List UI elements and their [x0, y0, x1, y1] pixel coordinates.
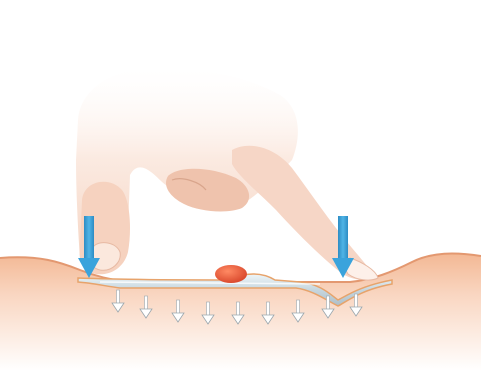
hand-icon [76, 68, 378, 280]
wound-bump [215, 265, 247, 283]
